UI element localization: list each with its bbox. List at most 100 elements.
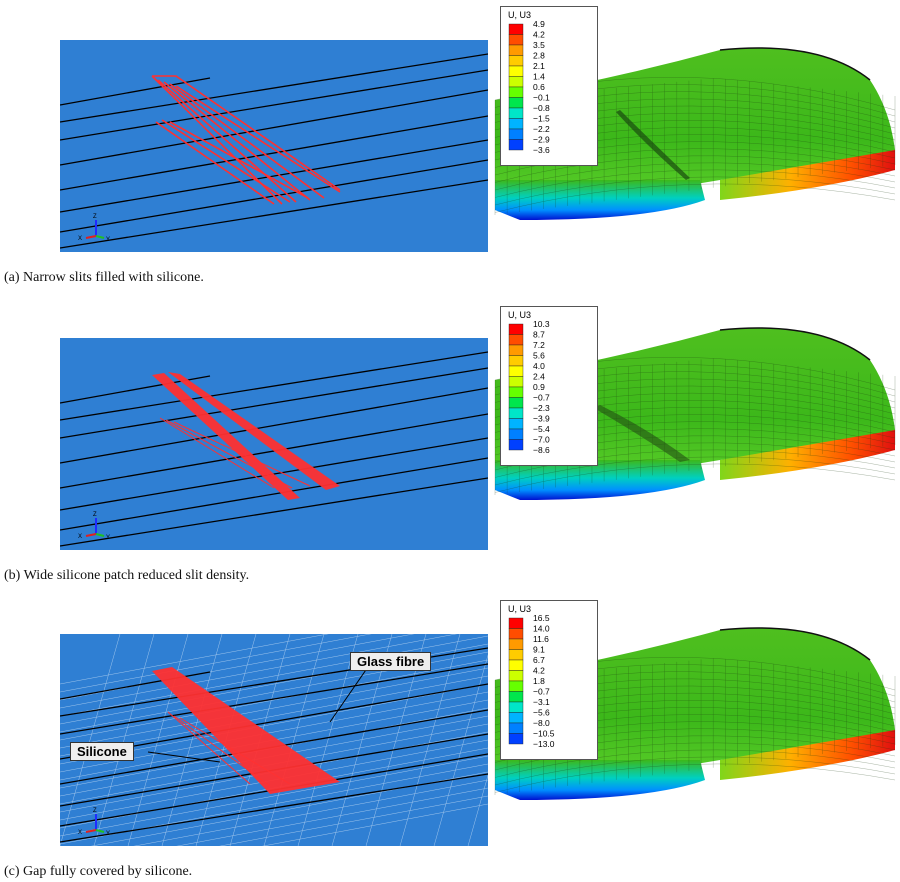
slit [163,81,311,201]
silicone-patch [152,667,340,794]
legend-scale-a: 4.94.23.52.82.11.40.6−0.1−0.8−1.5−2.2−2.… [508,19,550,155]
legend-swatch [508,733,524,745]
legend-value: −8.0 [533,718,550,728]
legend-value: 4.2 [533,666,545,676]
triad-y-label: Y [106,535,110,541]
seam-line [60,457,488,531]
legend-swatch [508,139,524,151]
legend-value: −0.7 [533,393,550,403]
caption-a: (a) Narrow slits filled with silicone. [4,270,204,285]
silicone-strip [168,372,340,490]
mesh-line [127,634,189,846]
legend-value: −2.9 [533,135,550,145]
triad-y-label: Y [106,237,110,243]
edge-band-right [720,430,895,480]
legend-value: −1.5 [533,114,550,124]
legend-value: −13.0 [533,739,555,749]
mesh-line [60,634,121,846]
legend-swatch [508,628,524,640]
legend-value: −2.3 [533,403,550,413]
legend-swatch [508,649,524,661]
top-edge [719,327,871,361]
slit [159,417,275,489]
legend-swatch [508,670,524,682]
legend-value: 7.2 [533,340,545,350]
legend-value: −10.5 [533,729,555,739]
caption-c: (c) Gap fully covered by silicone. [4,864,193,879]
mesh-row [494,162,896,191]
legend-value: −2.2 [533,124,550,134]
triad-z-label: Z [93,808,97,814]
glass-fibre-label: Glass fibre [350,652,432,671]
seam-line [60,53,488,123]
mesh-row [494,749,896,778]
slit [175,85,341,193]
legend-swatch [508,638,524,650]
mesh-row [494,463,896,493]
mesh-row [494,456,896,486]
legend-swatch [508,617,524,629]
triad-y [95,829,105,833]
legend-swatch [508,439,524,451]
top-edge [719,47,871,81]
legend-value: 16.5 [533,613,550,623]
legend-value: 5.6 [533,351,545,361]
seam-line [60,351,488,421]
mesh-line [263,634,325,846]
legend-swatch [508,680,524,692]
slit [169,83,325,199]
mesh-line [219,795,488,846]
triad-y [95,533,105,537]
triad-z-label: Z [93,214,97,220]
slit [167,711,251,785]
mesh-line [60,635,488,717]
legend-scale-b: 10.38.77.25.64.02.40.9−0.7−2.3−3.9−5.4−7… [508,319,550,455]
legend-value: 2.1 [533,61,545,71]
legend-value: −3.1 [533,697,550,707]
seam-line [60,477,488,547]
seam-line [60,437,488,511]
mesh-line [261,803,488,846]
triad-x [85,533,97,537]
triad-y-label: Y [106,831,110,837]
glass-fibre-leader [329,663,371,723]
legend-value: −8.6 [533,445,550,455]
legend-swatch [508,691,524,703]
slit [155,121,275,205]
legend-value: 2.8 [533,51,545,61]
legend-value: 2.4 [533,372,545,382]
mesh-line [60,634,329,685]
legend-swatch [508,722,524,734]
legend-value: 14.0 [533,624,550,634]
slit-outline [152,75,341,191]
mesh-line [60,634,372,693]
seam-line [60,663,488,735]
legend-value: 4.9 [533,19,545,29]
legend-value: −5.6 [533,708,550,718]
mesh-line [60,755,488,837]
glass-fibre-surface [60,40,488,252]
legend-value: −7.0 [533,435,550,445]
legend-value: 3.5 [533,40,545,50]
triad-x-label: X [78,534,82,540]
triad-y [95,235,105,239]
legend-swatch [508,701,524,713]
mesh-row [494,756,896,786]
legend-value: −3.9 [533,414,550,424]
slit [157,79,297,203]
legend-value: −5.4 [533,424,550,434]
ply-seams [60,53,488,249]
legend-value: −0.7 [533,687,550,697]
legend-value: −0.1 [533,93,550,103]
slit [161,119,291,203]
seam-line [60,139,488,213]
silicone-leader [147,751,221,763]
triad-x-label: X [78,236,82,242]
slit [169,121,309,199]
legend-value: 0.9 [533,382,545,392]
